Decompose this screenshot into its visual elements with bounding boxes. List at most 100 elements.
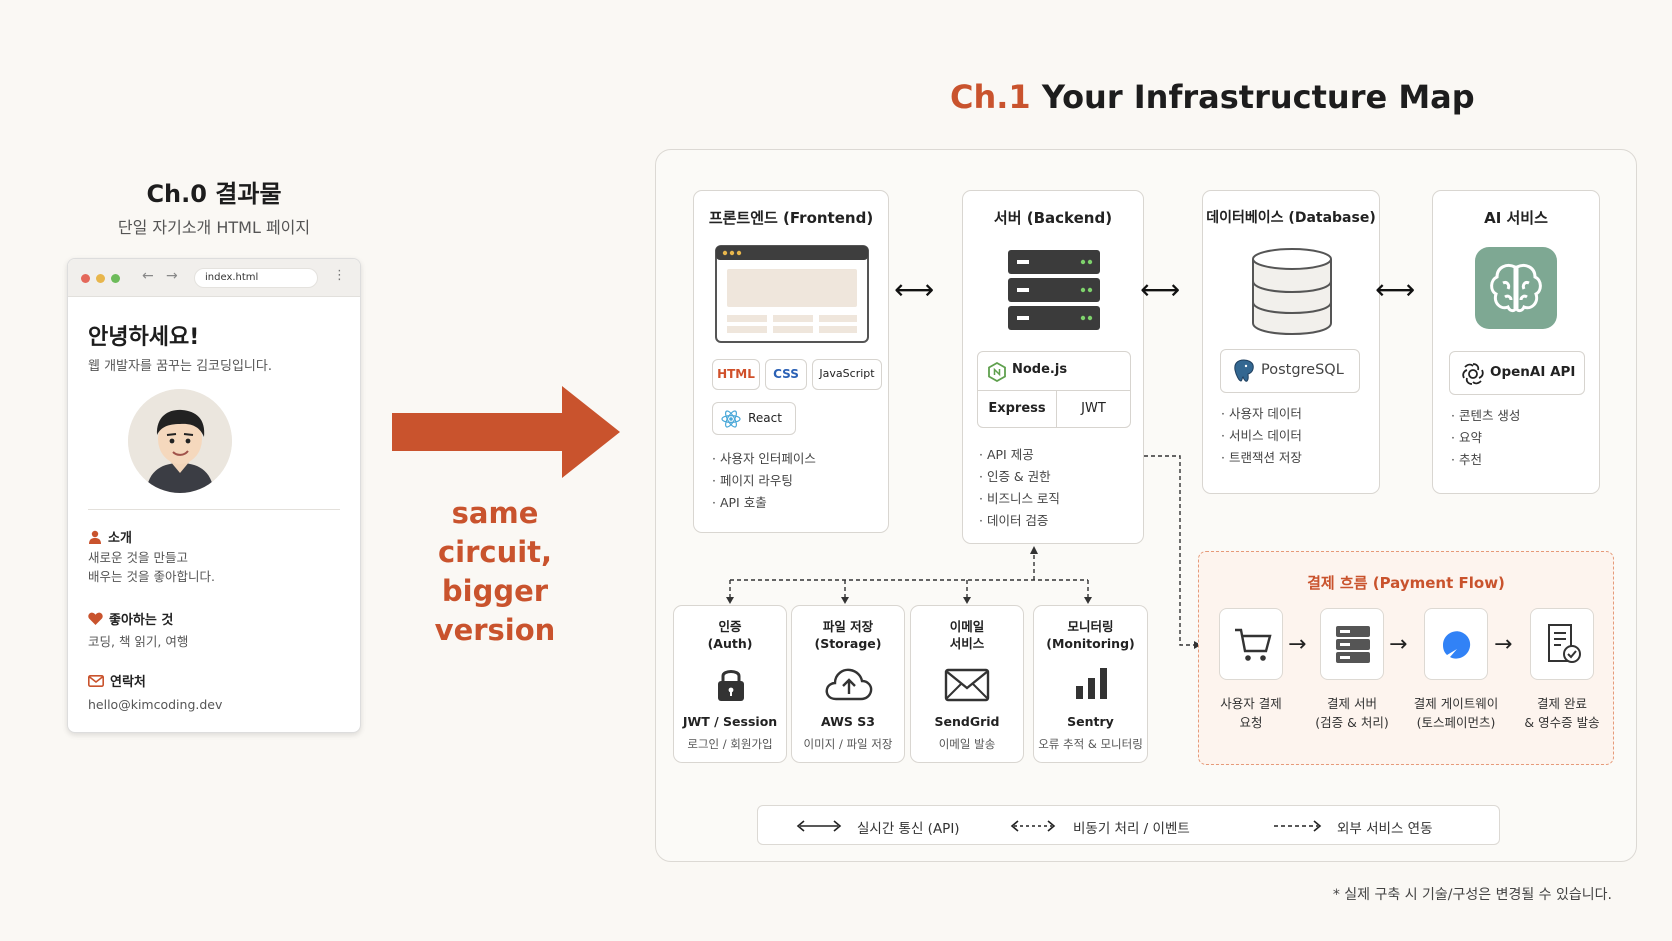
minimize-dot-icon bbox=[96, 274, 105, 283]
chip-postgresql: PostgreSQL bbox=[1220, 349, 1360, 393]
footnote: * 실제 구축 시 기술/구성은 변경될 수 있습니다. bbox=[1332, 887, 1612, 903]
payment-step-label: 결제 서버 (검증 & 처리) bbox=[1315, 696, 1389, 730]
toss-icon bbox=[1443, 631, 1471, 659]
flow-arrow-icon: → bbox=[1389, 632, 1408, 657]
database-bullet: · 트랜잭션 저장 bbox=[1221, 450, 1302, 465]
openai-logo-icon bbox=[1462, 363, 1484, 385]
frontend-card: 프론트엔드 (Frontend) HTML CSS JavaScript Rea… bbox=[693, 190, 889, 533]
ai-bullet: · 요약 bbox=[1451, 430, 1482, 445]
chip-jwt: JWT bbox=[1056, 390, 1131, 428]
payment-step-box bbox=[1320, 608, 1384, 680]
chip-javascript: JavaScript bbox=[812, 359, 882, 390]
service-card-auth: 인증 (Auth) JWT / Session 로그인 / 회원가입 bbox=[673, 605, 787, 763]
person-icon bbox=[89, 530, 101, 544]
solid-bidirectional-arrow-icon bbox=[796, 820, 842, 832]
cart-icon bbox=[1235, 628, 1272, 661]
intro-text: 웹 개발자를 꿈꾸는 김코딩입니다. bbox=[88, 359, 272, 374]
chip-express: Express bbox=[977, 390, 1057, 428]
chip-react: React bbox=[712, 402, 796, 435]
dashed-arrow-icon bbox=[1274, 820, 1322, 832]
payment-step-box bbox=[1424, 608, 1488, 680]
avatar bbox=[128, 389, 232, 493]
receipt-icon bbox=[1548, 624, 1581, 663]
backend-bullet: · 데이터 검증 bbox=[979, 513, 1049, 528]
browser-window-icon bbox=[715, 245, 869, 343]
service-title: 모니터링 (Monitoring) bbox=[1046, 619, 1135, 651]
frontend-title: 프론트엔드 (Frontend) bbox=[708, 209, 874, 227]
database-bullet: · 서비스 데이터 bbox=[1221, 428, 1302, 443]
browser-toolbar: ← → index.html ⋮ bbox=[68, 259, 360, 297]
server-icon bbox=[1336, 626, 1370, 663]
ai-title: AI 서비스 bbox=[1484, 209, 1548, 227]
about-line-2: 배우는 것을 좋아합니다. bbox=[88, 569, 215, 584]
backend-bullets: · API 제공 · 인증 & 권한 · 비즈니스 로직 · 데이터 검증 bbox=[979, 444, 1060, 532]
greeting: 안녕하세요! bbox=[88, 325, 200, 350]
database-card: 데이터베이스 (Database) PostgreSQL · 사용자 데이터 ·… bbox=[1202, 190, 1380, 494]
backend-bullet: · 비즈니스 로직 bbox=[979, 491, 1060, 506]
service-name: Sentry bbox=[1067, 714, 1114, 729]
database-title: 데이터베이스 (Database) bbox=[1206, 210, 1376, 226]
ai-bullets: · 콘텐츠 생성 · 요약 · 추천 bbox=[1451, 405, 1520, 471]
payment-step-box bbox=[1219, 608, 1283, 680]
browser-mockup: ← → index.html ⋮ 안녕하세요! 웹 개발자를 꿈꾸는 김코딩입니… bbox=[67, 258, 361, 733]
backend-bullet: · API 제공 bbox=[979, 447, 1034, 462]
ai-bullet: · 콘텐츠 생성 bbox=[1451, 408, 1521, 423]
chip-css: CSS bbox=[765, 359, 807, 390]
service-title: 파일 저장 (Storage) bbox=[814, 619, 882, 651]
database-bullets: · 사용자 데이터 · 서비스 데이터 · 트랜잭션 저장 bbox=[1221, 403, 1302, 469]
payment-flow-title: 결제 흐름 (Payment Flow) bbox=[1307, 574, 1505, 592]
likes-line: 코딩, 책 읽기, 여행 bbox=[88, 634, 189, 649]
chip-html: HTML bbox=[712, 359, 760, 390]
likes-heading: 좋아하는 것 bbox=[88, 609, 173, 628]
legend-external: 외부 서비스 연동 bbox=[1337, 821, 1433, 837]
dashed-bidirectional-arrow-icon bbox=[1010, 820, 1056, 832]
legend-async: 비동기 처리 / 이벤트 bbox=[1073, 821, 1190, 837]
service-desc: 이미지 / 파일 저장 bbox=[803, 737, 893, 751]
ai-card: AI 서비스 OpenAI API · 콘텐츠 생성 · 요약 · 추천 bbox=[1432, 190, 1600, 494]
service-name: AWS S3 bbox=[821, 714, 875, 729]
frontend-bullet: · 사용자 인터페이스 bbox=[712, 451, 816, 466]
bidirectional-arrow-icon: ⟷ bbox=[894, 273, 935, 306]
address-bar: index.html bbox=[194, 268, 318, 288]
database-bullet: · 사용자 데이터 bbox=[1221, 406, 1302, 421]
payment-step-label: 결제 게이트웨이 (토스페이먼츠) bbox=[1413, 696, 1499, 730]
mail-icon bbox=[88, 674, 104, 687]
ch1-title: Ch.1 Your Infrastructure Map bbox=[950, 78, 1475, 116]
contact-email: hello@kimcoding.dev bbox=[88, 697, 223, 712]
payment-flow-panel: 결제 흐름 (Payment Flow) → → → 사용자 결제 요청 결제 … bbox=[1198, 551, 1614, 765]
react-icon bbox=[721, 410, 741, 428]
bidirectional-arrow-icon: ⟷ bbox=[1140, 273, 1181, 306]
chip-nodejs: Node.js bbox=[977, 351, 1131, 391]
service-card-storage: 파일 저장 (Storage) AWS S3 이미지 / 파일 저장 bbox=[791, 605, 905, 763]
transition-arrow-icon bbox=[392, 386, 620, 478]
divider bbox=[88, 509, 340, 510]
service-name: JWT / Session bbox=[682, 714, 778, 729]
ch0-subtitle: 단일 자기소개 HTML 페이지 bbox=[117, 218, 311, 237]
maximize-dot-icon bbox=[111, 274, 120, 283]
database-icon bbox=[1252, 248, 1332, 335]
more-icon: ⋮ bbox=[333, 268, 346, 283]
cloud-upload-icon bbox=[825, 668, 873, 701]
frontend-bullet: · 페이지 라우팅 bbox=[712, 473, 793, 488]
about-heading: 소개 bbox=[88, 527, 132, 546]
backend-bullet: · 인증 & 권한 bbox=[979, 469, 1051, 484]
server-rack-icon bbox=[1008, 250, 1100, 330]
postgresql-elephant-icon bbox=[1234, 359, 1254, 382]
about-line-1: 새로운 것을 만들고 bbox=[88, 550, 188, 565]
lock-icon bbox=[718, 670, 744, 701]
forward-arrow-icon: → bbox=[166, 268, 178, 284]
frontend-bullet: · API 호출 bbox=[712, 495, 767, 510]
flow-arrow-icon: → bbox=[1494, 632, 1513, 657]
payment-step-box bbox=[1530, 608, 1594, 680]
service-title: 인증 (Auth) bbox=[707, 619, 753, 651]
ch0-title: Ch.0 결과물 bbox=[146, 180, 282, 208]
legend-realtime: 실시간 통신 (API) bbox=[857, 821, 960, 837]
chip-openai: OpenAI API bbox=[1449, 351, 1585, 395]
service-card-email: 이메일 서비스 SendGrid 이메일 발송 bbox=[910, 605, 1024, 763]
envelope-icon bbox=[944, 668, 990, 702]
legend: 실시간 통신 (API) 비동기 처리 / 이벤트 외부 서비스 연동 bbox=[757, 805, 1500, 845]
back-arrow-icon: ← bbox=[142, 268, 154, 284]
service-card-monitoring: 모니터링 (Monitoring) Sentry 오류 추적 & 모니터링 bbox=[1033, 605, 1148, 763]
arrow-caption: same circuit, bigger version bbox=[434, 496, 556, 647]
service-desc: 이메일 발송 bbox=[938, 737, 996, 751]
